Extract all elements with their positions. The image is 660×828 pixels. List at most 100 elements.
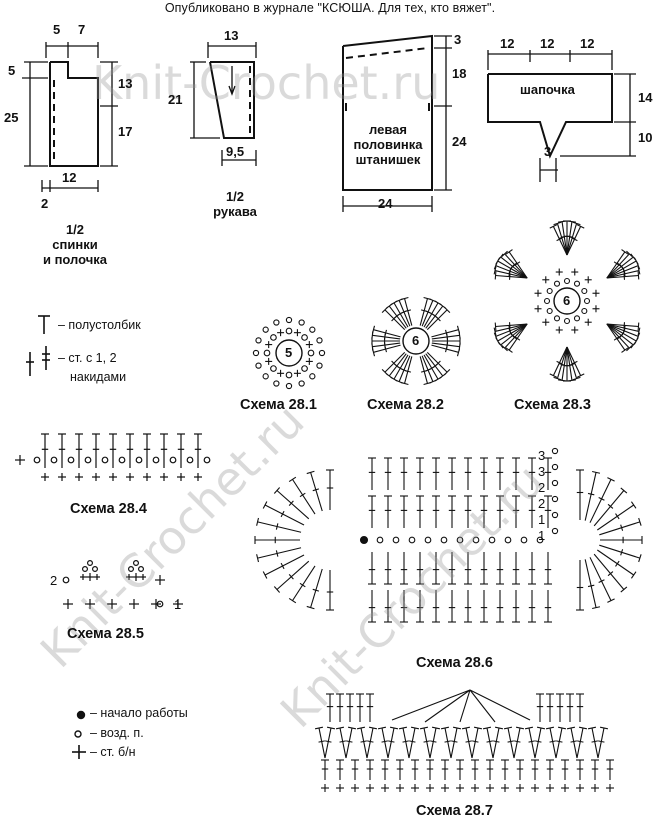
sc-stitch xyxy=(86,573,94,581)
dc-stitch xyxy=(524,726,536,759)
chain-stitch xyxy=(298,319,305,326)
dc-stitch xyxy=(426,306,451,331)
dc-stitch xyxy=(544,590,552,623)
s286-row-label-3: 2 xyxy=(538,480,546,495)
chain-stitch xyxy=(581,287,588,295)
sc-stitch xyxy=(132,573,140,581)
dc-stitch xyxy=(566,224,585,256)
dc-stitch xyxy=(426,351,451,376)
sc-stitch xyxy=(516,784,524,792)
chain-stitch xyxy=(316,337,323,344)
scheme-28-5-motif xyxy=(62,559,183,609)
dc-stitch xyxy=(336,693,344,722)
dc-stitch xyxy=(177,433,185,468)
dc-stitch xyxy=(396,759,404,780)
chain-stitch xyxy=(91,565,98,572)
chain-stitch xyxy=(376,536,384,544)
chain-stitch xyxy=(424,536,432,544)
dc-stitch xyxy=(431,344,461,357)
dc-stitch xyxy=(256,547,302,563)
chain-stitch xyxy=(456,536,464,544)
caption-28-7: Схема 28.7 xyxy=(416,803,493,819)
chain-stitch xyxy=(86,559,93,566)
dc-stitch xyxy=(496,590,504,623)
s285-row2-label: 2 xyxy=(50,573,58,588)
chain-stitch xyxy=(270,365,277,372)
sc-stitch xyxy=(592,305,600,313)
dc-stitch xyxy=(432,552,440,585)
dim-pants-mid: 18 xyxy=(452,66,467,81)
chain-stitch xyxy=(62,576,70,584)
chain-stitch xyxy=(262,326,269,333)
scheme-28-7-motif xyxy=(314,689,614,792)
dc-stitch xyxy=(441,759,449,780)
dc-stitch xyxy=(534,726,546,759)
legend-dc-line1: – ст. с 1, 2 xyxy=(58,351,117,365)
chain-stitch xyxy=(408,536,416,544)
chain-stitch xyxy=(133,559,140,566)
dim-hat-top-3: 12 xyxy=(580,36,595,51)
chain-stitch xyxy=(309,326,316,333)
dc-stitch xyxy=(464,590,472,623)
dc-stitch xyxy=(448,590,456,623)
pants-outline xyxy=(342,34,452,212)
chain-stitch xyxy=(255,362,262,369)
sc-stitch xyxy=(366,784,374,792)
sc-stitch xyxy=(561,784,569,792)
motif-center-6a: 6 xyxy=(412,333,420,348)
dc-stitch xyxy=(606,323,633,352)
dc-stitch xyxy=(496,495,504,528)
dc-stitch xyxy=(480,457,488,490)
dc-stitch xyxy=(411,759,419,780)
sc-stitch xyxy=(396,784,404,792)
sc-stitch xyxy=(58,473,66,481)
dc-stitch xyxy=(381,306,406,331)
sc-stitch xyxy=(411,784,419,792)
chain-stitch xyxy=(298,380,305,387)
sc-stitch xyxy=(63,599,73,609)
sc-stitch xyxy=(441,784,449,792)
chain-stitch xyxy=(156,600,164,608)
chain-stitch xyxy=(553,280,561,287)
dc-stitch xyxy=(496,457,504,490)
chain-stitch xyxy=(551,447,559,455)
dc-stitch xyxy=(589,557,615,603)
dc-stitch xyxy=(416,590,424,623)
chain-stitch xyxy=(307,349,315,357)
chain-stitch xyxy=(270,334,277,341)
scheme-28-6-motif xyxy=(254,447,643,623)
sc-stitch xyxy=(80,574,86,580)
dim-back-right-top: 13 xyxy=(118,76,133,91)
dc-stitch xyxy=(448,495,456,528)
dim-back-bottom: 12 xyxy=(62,170,77,185)
dc-stitch xyxy=(400,457,408,490)
dc-stitch xyxy=(387,726,399,759)
dc-stitch xyxy=(416,552,424,585)
chain-stitch xyxy=(262,373,269,380)
dc-stitch xyxy=(381,759,389,780)
dc-stitch xyxy=(531,759,539,780)
dc-stitch xyxy=(471,726,483,759)
sc-stitch xyxy=(584,276,592,284)
dc-stitch xyxy=(606,759,614,780)
dc-stitch xyxy=(545,726,557,759)
chain-stitch xyxy=(263,349,271,357)
sc-stitch xyxy=(501,784,509,792)
dc-stitch xyxy=(419,356,432,386)
chain-stitch xyxy=(255,337,262,344)
sc-stitch xyxy=(277,369,285,377)
dc-stitch xyxy=(345,726,357,759)
dc-stitch xyxy=(492,726,504,759)
dc-stitch xyxy=(400,552,408,585)
dc-stitch xyxy=(326,693,334,722)
dim-pants-top: 3 xyxy=(454,32,462,47)
dim-sleeve-bottom: 9,5 xyxy=(226,144,245,159)
dc-stitch xyxy=(512,495,520,528)
sc-stitch xyxy=(140,574,146,580)
s286-row-label-6: 1 xyxy=(538,528,546,543)
dc-stitch xyxy=(555,726,567,759)
dc-stitch xyxy=(416,495,424,528)
dc-stitch xyxy=(584,470,601,521)
dc-stitch xyxy=(366,759,374,780)
chain-stitch xyxy=(84,456,92,464)
